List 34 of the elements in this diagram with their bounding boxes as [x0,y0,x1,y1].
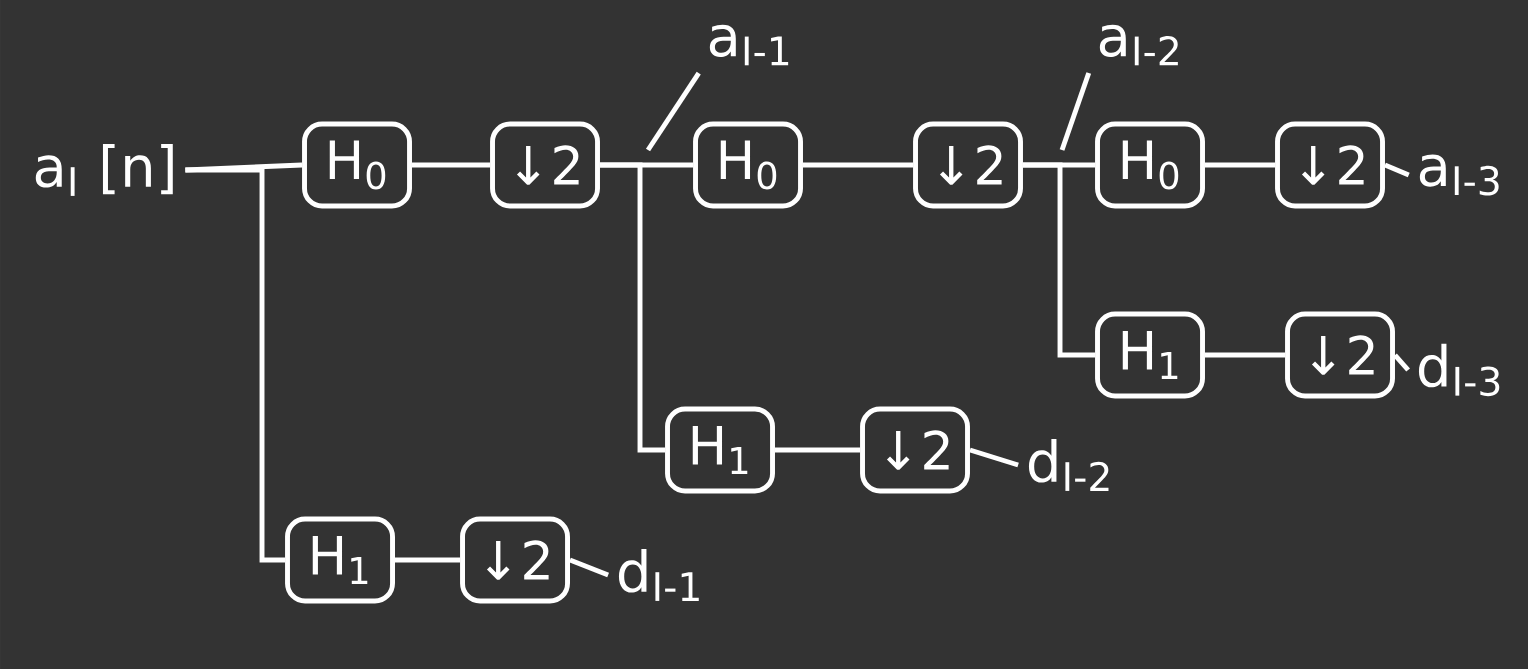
filter-box: ↓2 [460,516,570,604]
connector-line [185,167,286,563]
filter-box: H$_{0}$ [1095,121,1205,209]
leader-line [1059,72,1092,151]
connector-line [412,162,491,168]
filter-box: ↓2 [860,406,970,494]
connector-line [1204,352,1286,358]
filter-box: H$_{1}$ [665,406,775,494]
filter-box: H$_{1}$ [1095,311,1205,399]
connector-line [803,162,914,168]
connector-line [1023,162,1096,358]
filter-box: H$_{0}$ [302,121,412,209]
signal-label: a$_{I}$ [n] [35,144,173,196]
connector-line [1204,162,1276,168]
signal-label: a$_{I-2}$ [1099,24,1178,66]
connector-line [774,447,861,453]
connector-line [600,162,666,453]
filter-box: ↓2 [1275,121,1385,209]
signal-label: d$_{I-2}$ [1028,439,1109,491]
connector-line [969,447,1019,468]
filter-box: ↓2 [1285,311,1395,399]
signal-label: d$_{I-3}$ [1418,343,1500,397]
filter-box: H$_{0}$ [693,121,803,209]
connector-line [1393,353,1410,372]
filter-box: ↓2 [913,121,1023,209]
leader-line [645,71,701,152]
connector-line [569,557,610,578]
connector-line [394,557,461,563]
connector-line [1384,162,1410,178]
filter-box: H$_{1}$ [285,516,395,604]
filter-box: ↓2 [490,121,600,209]
signal-label: a$_{I-3}$ [1419,154,1499,196]
signal-label: a$_{I-1}$ [709,24,789,66]
signal-label: d$_{I-1}$ [618,549,699,601]
